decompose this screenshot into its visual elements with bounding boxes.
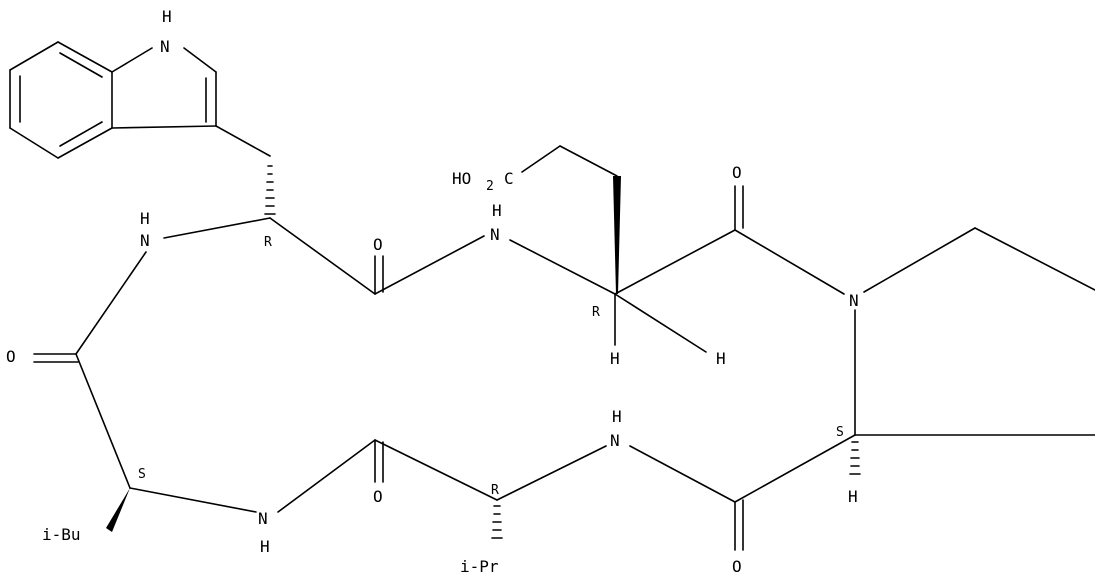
pro-h-label: H: [848, 487, 858, 506]
glu-h1-label: H: [610, 349, 620, 368]
trp-hash-wedge: [264, 165, 276, 215]
amide-n-glu-label: N: [490, 225, 500, 244]
leu-bold-wedge: [106, 488, 130, 532]
amide-n-trp-label: N: [140, 231, 150, 250]
carbonyl-o-trp-label: O: [373, 235, 383, 254]
val-stereo-label: R: [491, 483, 499, 498]
glu-h2-label: H: [716, 349, 726, 368]
indole-n-label: N: [160, 37, 170, 56]
amide-h-trp-label: H: [140, 209, 150, 228]
amide-h-pro-label: H: [612, 407, 622, 426]
glu-stereo-label: R: [592, 305, 600, 320]
ibu-label: i-Bu: [42, 525, 81, 544]
carbonyl-o-leu-label: O: [6, 347, 16, 366]
leu-stereo-label: S: [138, 467, 146, 482]
acid-c-label: C: [504, 169, 514, 188]
amide-h-leu-label: H: [260, 537, 270, 556]
acid-subscript-label: 2: [486, 179, 494, 194]
indole-pyrrole-ring: [111, 47, 271, 157]
pro-n-label: N: [849, 291, 859, 310]
acid-ho-label: HO: [452, 169, 471, 188]
pro-stereo-label: S: [836, 425, 844, 440]
carbonyl-o-val-label: O: [373, 487, 383, 506]
amide-h-glu-label: H: [492, 201, 502, 220]
carbonyl-o-top-label: O: [732, 163, 742, 182]
amide-n-pro-label: N: [610, 431, 620, 450]
trp-stereo-label: R: [264, 235, 272, 250]
ipr-label: i-Pr: [460, 557, 499, 576]
amide-n-leu-label: N: [258, 509, 268, 528]
val-hash-wedge: [491, 505, 503, 539]
pro-hash-wedge: [849, 441, 861, 475]
glu-side-chain: [521, 145, 707, 353]
indole-h-label: H: [162, 7, 172, 26]
indole-benzene-ring: [9, 41, 113, 159]
macrocycle-bonds: [33, 185, 1095, 551]
carbonyl-o-bottom-label: O: [732, 557, 742, 576]
